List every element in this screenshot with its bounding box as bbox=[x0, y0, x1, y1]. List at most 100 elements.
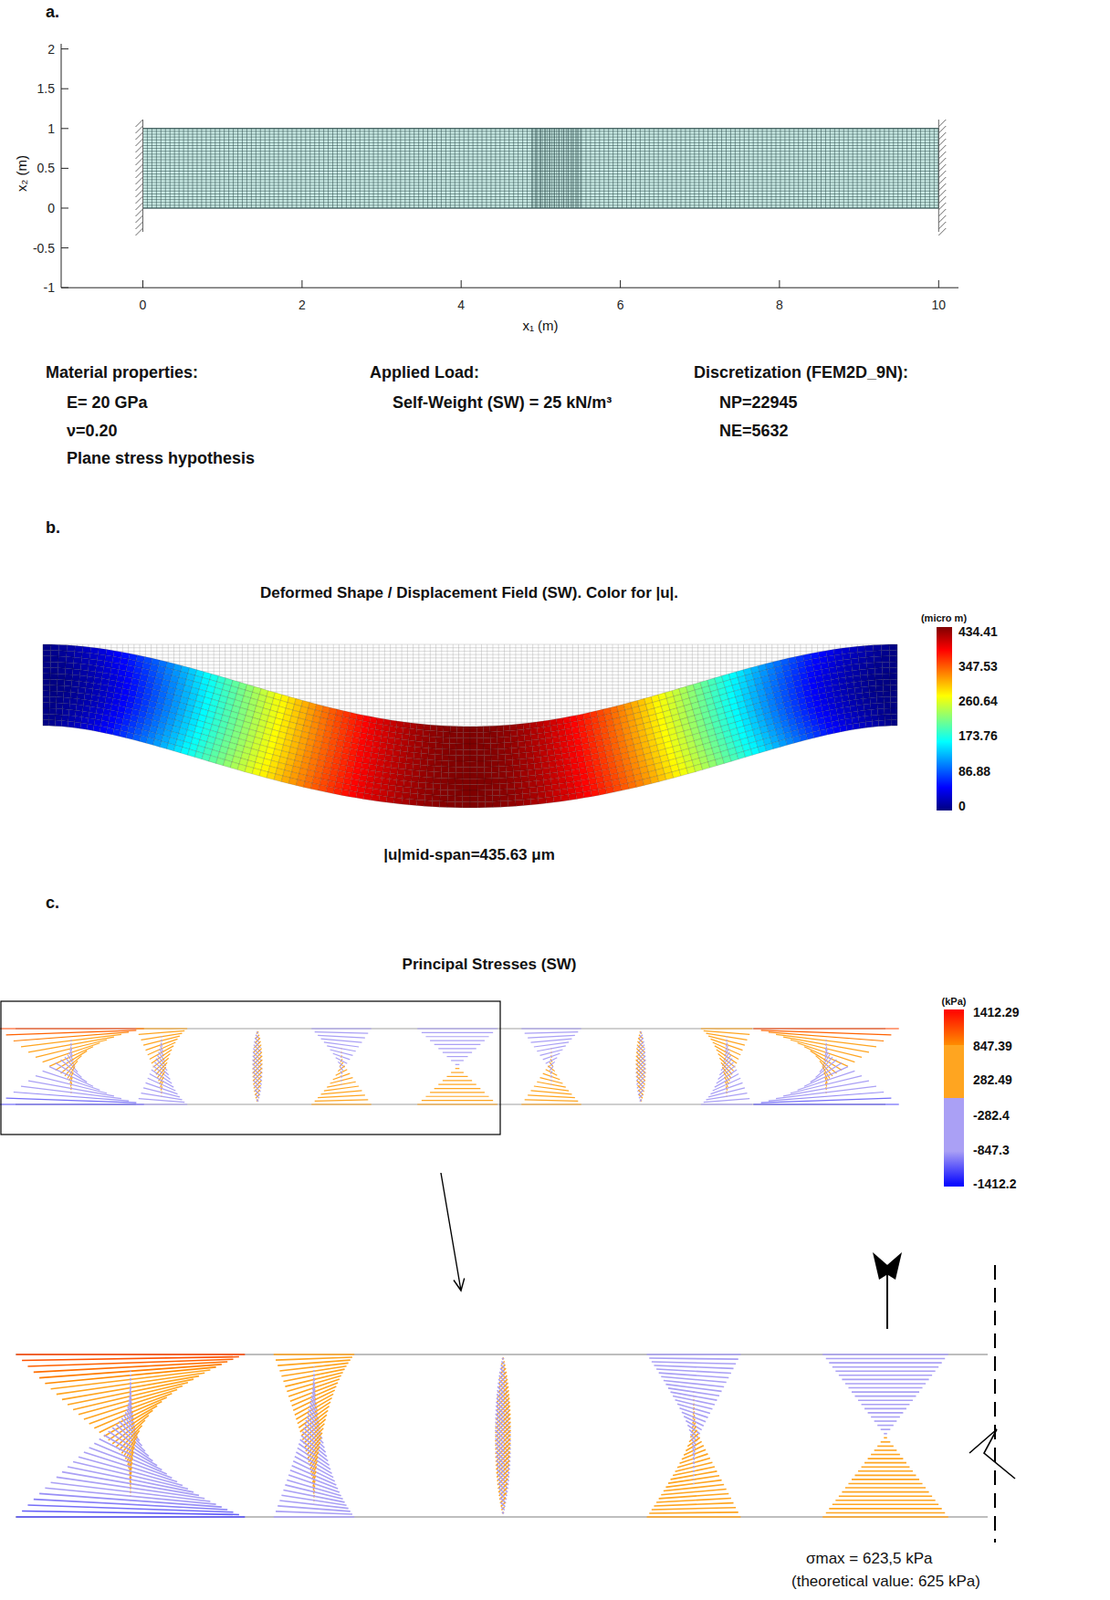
mesh-element bbox=[533, 751, 541, 758]
mesh-element bbox=[521, 775, 530, 783]
mesh-element bbox=[877, 702, 885, 710]
mesh-element bbox=[852, 722, 860, 730]
mesh-element bbox=[378, 795, 388, 803]
mesh-element bbox=[532, 745, 540, 753]
mesh-element bbox=[491, 766, 499, 774]
mesh-element bbox=[62, 697, 71, 704]
principal-stress-line bbox=[455, 1068, 461, 1069]
mesh-element bbox=[882, 673, 891, 681]
mesh-element bbox=[846, 676, 855, 683]
principal-stress-line bbox=[20, 1034, 122, 1047]
mesh-element bbox=[613, 785, 623, 793]
mesh-element bbox=[73, 722, 82, 729]
mesh-element bbox=[399, 751, 408, 758]
mesh-element bbox=[523, 722, 531, 730]
mesh-element bbox=[401, 798, 410, 806]
principal-stress-line bbox=[333, 1053, 351, 1060]
mesh-element bbox=[397, 768, 406, 775]
mesh-element bbox=[503, 731, 512, 738]
principal-stress-line bbox=[775, 1034, 877, 1047]
mesh-element bbox=[497, 743, 505, 750]
support-hatch bbox=[136, 119, 947, 236]
principal-stress-line bbox=[340, 1079, 343, 1082]
mesh-element bbox=[848, 646, 858, 653]
mesh-element bbox=[432, 789, 441, 796]
mesh-element bbox=[511, 742, 519, 749]
mesh-element bbox=[383, 766, 392, 774]
mesh-element bbox=[50, 656, 59, 663]
mesh-element bbox=[512, 759, 520, 766]
principal-stress-line bbox=[429, 1040, 485, 1042]
mesh-element bbox=[426, 771, 434, 778]
mesh-element bbox=[428, 753, 436, 761]
principal-stress-line bbox=[417, 1103, 498, 1105]
mesh-element bbox=[876, 691, 884, 698]
principal-stress-line bbox=[708, 1088, 745, 1098]
principal-stress-line bbox=[636, 1052, 646, 1062]
mesh-element bbox=[865, 721, 873, 728]
mesh-element bbox=[403, 722, 411, 729]
principal-stress-line bbox=[55, 1050, 87, 1070]
mesh-element bbox=[384, 754, 393, 762]
mesh-element bbox=[477, 761, 485, 768]
mesh-element bbox=[484, 789, 493, 796]
mesh-element bbox=[418, 788, 427, 796]
mesh-element bbox=[295, 779, 305, 787]
mesh-element bbox=[498, 765, 506, 773]
mesh-element bbox=[455, 761, 463, 768]
mesh-element bbox=[470, 755, 478, 762]
mesh-element bbox=[61, 721, 68, 728]
mesh-element bbox=[868, 674, 877, 681]
mesh-element bbox=[477, 773, 485, 780]
mesh-element bbox=[427, 759, 435, 766]
mesh-element bbox=[57, 680, 65, 687]
mesh-element bbox=[881, 649, 891, 657]
mesh-element bbox=[514, 788, 524, 796]
principal-stress-line bbox=[256, 1099, 259, 1102]
mesh-element bbox=[454, 801, 462, 808]
principal-stress-line bbox=[311, 1027, 371, 1029]
mesh-element bbox=[490, 725, 498, 733]
principal-stress-line bbox=[536, 1081, 566, 1088]
mesh-element bbox=[505, 771, 514, 778]
mesh-element bbox=[76, 699, 84, 706]
mesh-element bbox=[499, 772, 507, 779]
mesh-element bbox=[539, 743, 547, 751]
zoom-frame bbox=[0, 1001, 501, 1135]
mesh-element bbox=[51, 644, 60, 651]
principal-stress-line bbox=[438, 1047, 476, 1049]
mesh-element bbox=[858, 710, 866, 717]
mesh-element bbox=[857, 646, 866, 653]
y-ticks bbox=[61, 49, 69, 289]
mesh-element bbox=[470, 778, 478, 785]
mesh-element bbox=[843, 659, 852, 666]
mesh-element bbox=[49, 708, 56, 715]
mesh-element bbox=[491, 749, 499, 756]
principal-stress-line bbox=[255, 1035, 260, 1039]
principal-stress-line bbox=[35, 1039, 107, 1058]
mesh-element bbox=[515, 799, 524, 807]
mesh-element bbox=[462, 743, 471, 750]
mesh-element bbox=[49, 691, 57, 698]
mesh-element bbox=[379, 789, 388, 796]
mesh-element bbox=[528, 781, 537, 788]
mesh-element bbox=[42, 702, 50, 709]
mesh-element bbox=[72, 669, 81, 676]
mesh-element bbox=[889, 656, 898, 662]
mesh-element bbox=[56, 691, 64, 698]
mesh-element bbox=[528, 774, 537, 782]
mesh-element bbox=[78, 680, 87, 688]
principal-stress-line bbox=[160, 1042, 162, 1047]
mesh-element bbox=[418, 776, 428, 784]
mesh-element bbox=[50, 679, 58, 686]
mesh-element bbox=[511, 747, 519, 754]
mesh-element bbox=[889, 644, 898, 650]
beam-domain bbox=[143, 128, 940, 209]
principal-stress-line bbox=[638, 1035, 643, 1039]
mesh-element bbox=[526, 757, 535, 765]
mesh-element bbox=[873, 650, 882, 658]
principal-stress-line bbox=[534, 1086, 569, 1091]
undeformed-domain bbox=[42, 644, 898, 726]
mesh-element bbox=[477, 778, 485, 786]
mesh-element bbox=[70, 691, 78, 699]
